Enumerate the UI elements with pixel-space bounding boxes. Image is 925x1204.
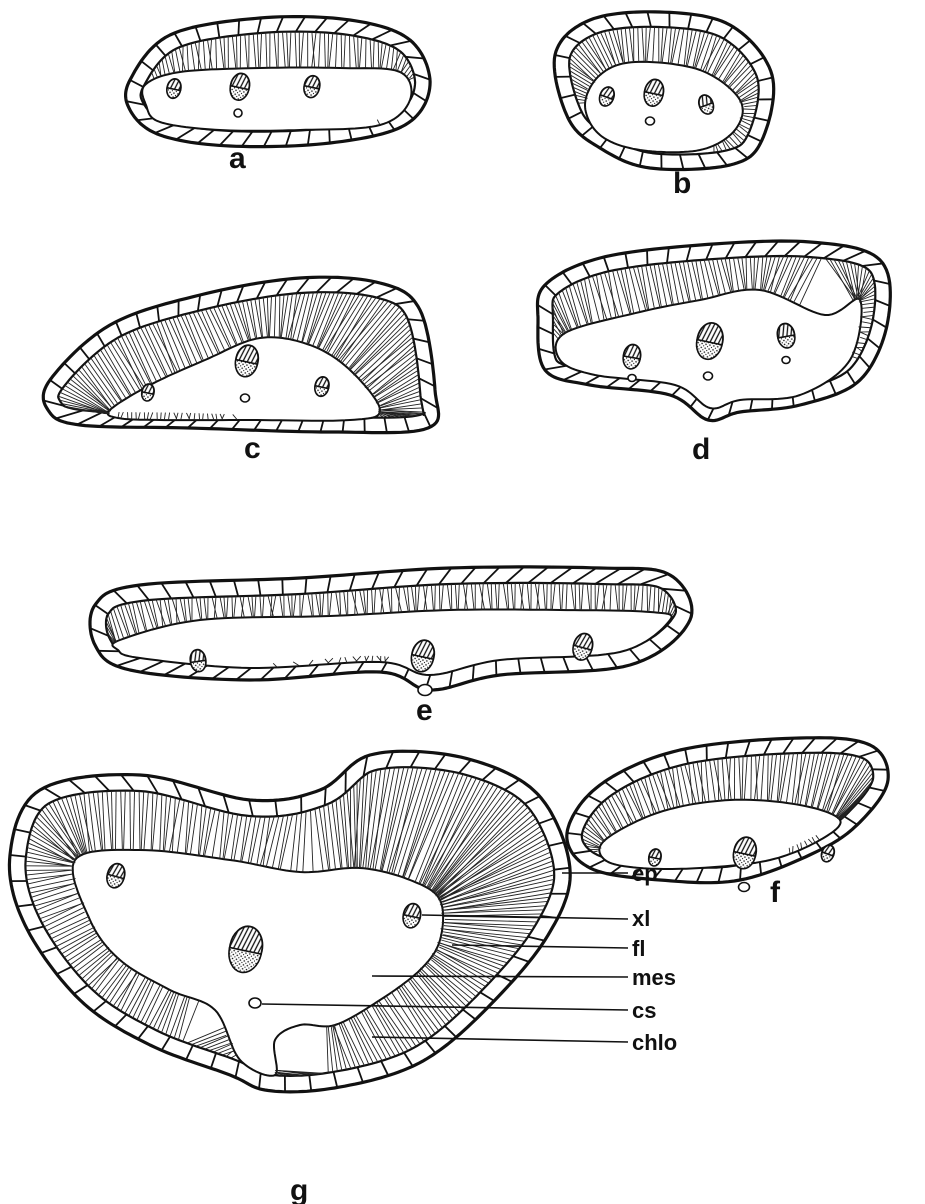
- section-c: [43, 277, 438, 432]
- secretory-canal: [628, 375, 636, 382]
- annotation-cs: cs: [632, 998, 656, 1023]
- panel-label-f: f: [770, 876, 781, 909]
- secretory-canal: [782, 357, 790, 364]
- annotation-xl: xl: [632, 906, 650, 931]
- annotation-ep: ep: [632, 861, 658, 886]
- secretory-canal: [249, 998, 261, 1008]
- leader-mes: [372, 976, 628, 977]
- annotation-mes: mes: [632, 965, 676, 990]
- section-b: [554, 12, 774, 170]
- secretory-canal: [241, 394, 250, 402]
- panel-label-d: d: [692, 433, 710, 466]
- secretory-canal: [739, 883, 750, 892]
- section-d: [538, 241, 891, 421]
- panel-label-c: c: [244, 432, 261, 465]
- secretory-canal: [646, 117, 655, 125]
- panel-label-e: e: [416, 694, 433, 727]
- section-a: [126, 17, 431, 147]
- annotation-fl: fl: [632, 936, 645, 961]
- panel-label-a: a: [229, 142, 246, 175]
- section-f: [567, 738, 888, 892]
- panel-label-g: g: [290, 1174, 308, 1204]
- panel-label-b: b: [673, 167, 691, 200]
- secretory-canal: [234, 109, 242, 117]
- annotation-chlo: chlo: [632, 1030, 677, 1055]
- section-e: [90, 567, 692, 696]
- secretory-canal: [704, 372, 713, 380]
- section-g: [9, 751, 570, 1092]
